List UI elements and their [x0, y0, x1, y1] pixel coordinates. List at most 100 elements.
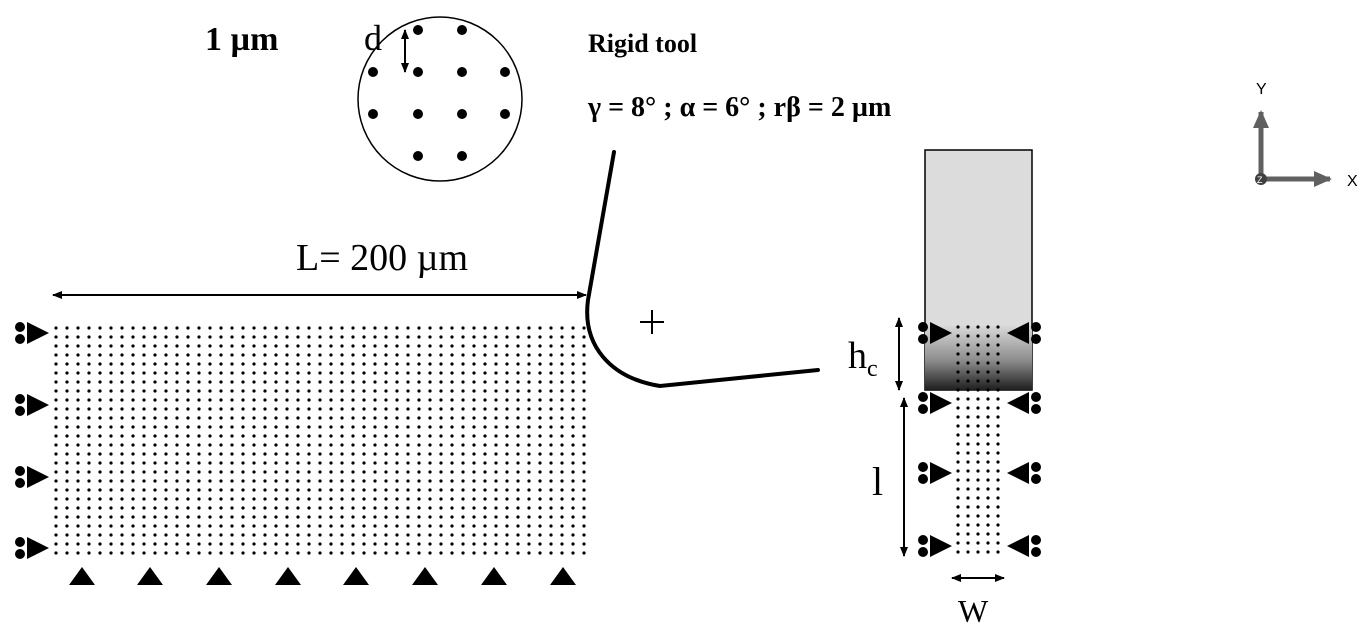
particle	[494, 497, 498, 501]
particle	[516, 326, 520, 330]
particle	[362, 497, 366, 501]
hc-symbol: h	[848, 335, 867, 377]
particle	[274, 398, 278, 402]
particle	[65, 344, 69, 348]
particle	[956, 388, 960, 392]
particle	[461, 434, 465, 438]
particle	[549, 470, 553, 474]
particle	[996, 325, 1000, 329]
particle	[362, 398, 366, 402]
particle	[494, 344, 498, 348]
particle	[351, 533, 355, 537]
particle	[87, 542, 91, 546]
particle	[109, 515, 113, 519]
particle	[996, 397, 1000, 401]
particle	[164, 488, 168, 492]
particle	[571, 380, 575, 384]
particle	[219, 515, 223, 519]
particle	[373, 353, 377, 357]
particle	[472, 497, 476, 501]
particle	[582, 371, 586, 375]
particle	[318, 326, 322, 330]
particle	[307, 335, 311, 339]
particle	[329, 515, 333, 519]
particle	[329, 371, 333, 375]
particle	[54, 488, 58, 492]
particle	[87, 434, 91, 438]
particle	[373, 434, 377, 438]
particle	[494, 515, 498, 519]
particle	[571, 425, 575, 429]
particle	[976, 361, 980, 365]
particle	[318, 434, 322, 438]
particle	[373, 425, 377, 429]
particle	[241, 362, 245, 366]
particle	[340, 515, 344, 519]
particle	[406, 461, 410, 465]
particle	[164, 416, 168, 420]
particle	[307, 443, 311, 447]
particle	[549, 407, 553, 411]
particle	[439, 524, 443, 528]
particle	[483, 452, 487, 456]
particle	[76, 407, 80, 411]
particle	[329, 524, 333, 528]
particle	[450, 389, 454, 393]
particle	[109, 497, 113, 501]
particle	[461, 362, 465, 366]
particle	[560, 542, 564, 546]
particle	[505, 380, 509, 384]
particle	[395, 380, 399, 384]
cross-section-particles	[956, 325, 1000, 554]
particle	[285, 533, 289, 537]
particle	[164, 353, 168, 357]
particle	[219, 506, 223, 510]
particle	[428, 434, 432, 438]
particle	[538, 551, 542, 555]
particle	[252, 344, 256, 348]
particle	[527, 479, 531, 483]
particle	[516, 335, 520, 339]
particle	[131, 425, 135, 429]
particle	[296, 542, 300, 546]
particle	[351, 380, 355, 384]
roller	[1031, 547, 1041, 557]
particle	[395, 497, 399, 501]
particle	[252, 524, 256, 528]
particle	[986, 406, 990, 410]
particle	[230, 542, 234, 546]
particle	[263, 551, 267, 555]
particle	[296, 371, 300, 375]
particle	[164, 443, 168, 447]
particle	[87, 326, 91, 330]
particle	[131, 497, 135, 501]
particle	[109, 371, 113, 375]
particle	[153, 461, 157, 465]
particle	[76, 461, 80, 465]
particle	[241, 425, 245, 429]
particle	[54, 497, 58, 501]
particle	[966, 352, 970, 356]
particle	[230, 407, 234, 411]
particle	[406, 398, 410, 402]
particle	[986, 532, 990, 536]
particle	[976, 496, 980, 500]
particle	[351, 524, 355, 528]
particle	[230, 353, 234, 357]
particle	[87, 470, 91, 474]
particle	[142, 470, 146, 474]
particle	[549, 515, 553, 519]
particle	[571, 326, 575, 330]
particle	[197, 335, 201, 339]
particle	[527, 362, 531, 366]
particle	[175, 434, 179, 438]
particle	[461, 515, 465, 519]
particle	[164, 434, 168, 438]
particle	[571, 524, 575, 528]
particle	[538, 380, 542, 384]
particle	[186, 488, 190, 492]
particle	[505, 353, 509, 357]
particle	[351, 326, 355, 330]
particle	[384, 371, 388, 375]
particle	[164, 461, 168, 465]
